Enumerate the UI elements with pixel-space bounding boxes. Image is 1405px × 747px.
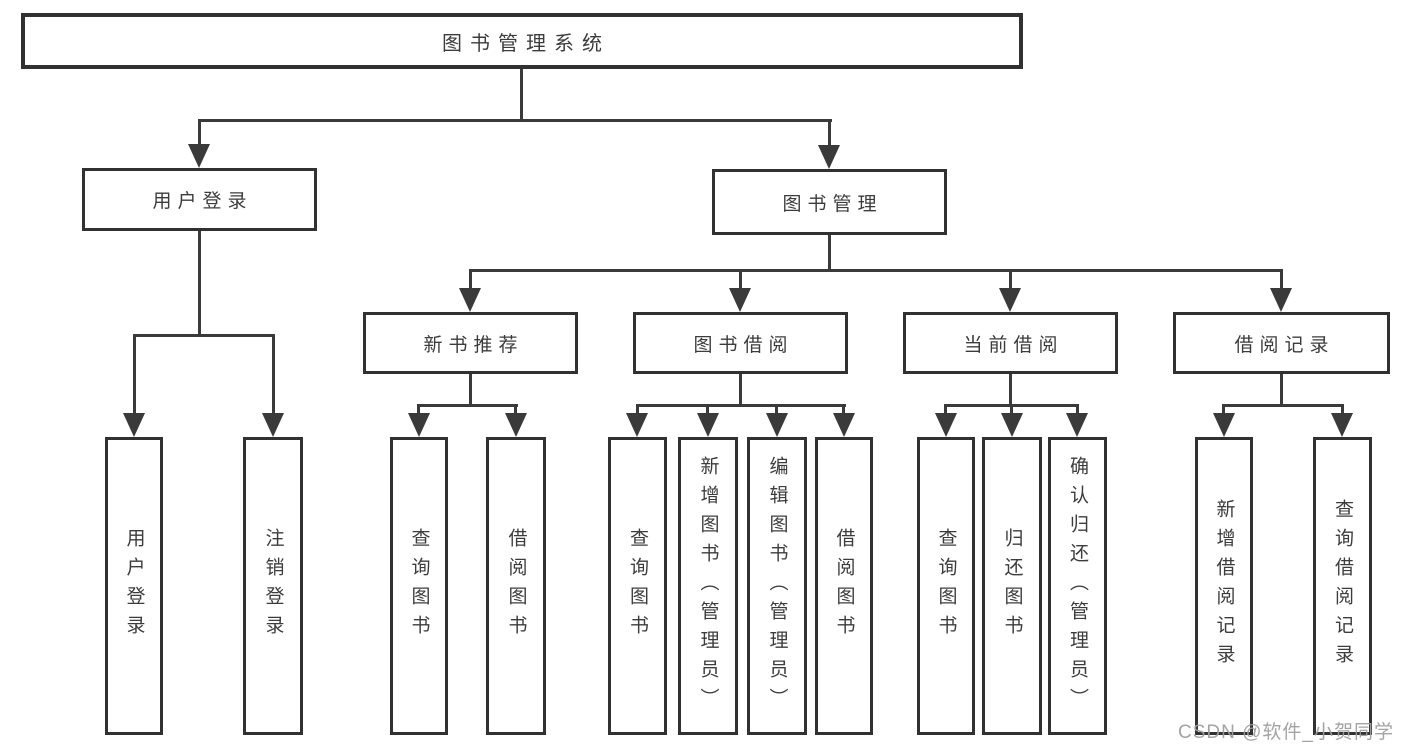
leaf-logout: 注销登录 — [243, 437, 303, 735]
leaf-borrow-books-recommend: 借阅图书 — [486, 437, 546, 735]
connector-root-horizontal — [198, 119, 832, 122]
connector-stub — [1280, 272, 1283, 288]
connector-root-down — [520, 69, 523, 122]
connector-stub — [944, 405, 947, 413]
arrow-down — [818, 145, 840, 169]
connector-stub — [1341, 405, 1344, 413]
node-new-book-recommend: 新书推荐 — [363, 312, 578, 374]
arrow-down — [459, 288, 481, 312]
connector-recommend-horizontal — [417, 404, 518, 407]
connector-stub — [417, 405, 420, 413]
connector-stub — [828, 122, 831, 145]
connector-book-down — [828, 235, 831, 272]
connector-stub — [1222, 405, 1225, 413]
arrow-down — [935, 413, 957, 437]
connector-borrow-down — [739, 374, 742, 407]
arrow-down — [697, 413, 719, 437]
leaf-add-books-admin: 新增图书（管理员） — [678, 437, 738, 735]
connector-records-down — [1280, 374, 1283, 407]
leaf-edit-books-admin: 编辑图书（管理员） — [747, 437, 807, 735]
connector-stub — [1010, 405, 1013, 413]
connector-stub — [636, 405, 639, 413]
arrow-down — [123, 413, 145, 437]
connector-stub — [775, 405, 778, 413]
arrow-down — [1066, 413, 1088, 437]
leaf-query-books-current: 查询图书 — [917, 437, 975, 735]
connector-stub — [133, 337, 136, 413]
arrow-down — [833, 413, 855, 437]
leaf-query-books-recommend: 查询图书 — [390, 437, 448, 735]
arrow-down — [1213, 413, 1235, 437]
connector-stub — [1009, 272, 1012, 288]
connector-stub — [842, 405, 845, 413]
node-root-library-system: 图书管理系统 — [21, 13, 1023, 69]
connector-current-down — [1009, 374, 1012, 407]
arrow-down — [1001, 413, 1023, 437]
node-current-borrow: 当前借阅 — [903, 312, 1118, 374]
connector-stub — [739, 272, 742, 288]
arrow-down — [766, 413, 788, 437]
leaf-return-books: 归还图书 — [982, 437, 1042, 735]
leaf-borrow-books: 借阅图书 — [815, 437, 873, 735]
connector-book-horizontal — [469, 269, 1283, 272]
connector-stub — [706, 405, 709, 413]
leaf-query-books-borrow: 查询图书 — [608, 437, 667, 735]
leaf-query-borrow-record: 查询借阅记录 — [1313, 437, 1372, 735]
connector-borrow-horizontal — [636, 404, 846, 407]
connector-stub — [198, 122, 201, 144]
node-book-management: 图书管理 — [712, 169, 947, 235]
csdn-watermark: CSDN @软件_小贺同学 — [1178, 722, 1394, 743]
arrow-down — [999, 288, 1021, 312]
connector-stub — [514, 405, 517, 413]
leaf-user-login: 用户登录 — [105, 437, 163, 735]
connector-stub — [1076, 405, 1079, 413]
node-book-borrow: 图书借阅 — [633, 312, 848, 374]
connector-user-horizontal — [133, 334, 275, 337]
connector-user-down — [198, 231, 201, 336]
connector-recommend-down — [469, 374, 472, 407]
arrow-down — [1331, 413, 1353, 437]
connector-records-horizontal — [1222, 404, 1344, 407]
leaf-add-borrow-record: 新增借阅记录 — [1195, 437, 1253, 735]
leaf-confirm-return-admin: 确认归还（管理员） — [1048, 437, 1107, 735]
arrow-down — [626, 413, 648, 437]
arrow-down — [729, 288, 751, 312]
arrow-down — [505, 413, 527, 437]
arrow-down — [188, 144, 210, 168]
connector-stub — [469, 272, 472, 288]
arrow-down — [262, 413, 284, 437]
node-borrow-records: 借阅记录 — [1173, 312, 1390, 374]
arrow-down — [1270, 288, 1292, 312]
node-user-login: 用户登录 — [82, 168, 317, 231]
arrow-down — [408, 413, 430, 437]
connector-stub — [272, 337, 275, 413]
